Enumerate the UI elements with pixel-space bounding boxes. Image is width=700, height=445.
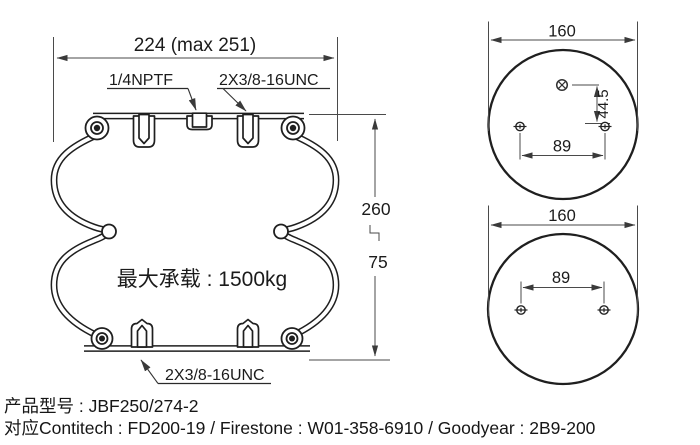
bolt-hole-marker — [596, 305, 612, 315]
bead-curl-top-right — [280, 115, 306, 141]
top-diameter-dimension: 160 — [488, 21, 638, 131]
port-offset-label: 44.5 — [595, 89, 612, 118]
air-port — [186, 112, 213, 131]
dimension-break-symbol — [369, 225, 380, 241]
air-inlet-symbol — [555, 78, 569, 92]
side-view: 最大承载 : 1500kg 224 (max 251) 1/4NPTF 2X3/… — [50, 35, 391, 385]
top-stud-left — [132, 113, 156, 148]
top-bolt-spacing-label: 89 — [553, 138, 571, 156]
bottom-studs-label: 2X3/8-16UNC — [165, 367, 265, 384]
bead-curl-bottom-left — [90, 327, 114, 350]
top-studs-label: 2X3/8-16UNC — [219, 72, 319, 89]
width-dimension: 224 (max 251) — [53, 35, 338, 142]
top-diameter-label: 160 — [548, 23, 576, 41]
bottom-bolt-spacing-label: 89 — [552, 269, 570, 287]
bottom-bolt-spacing-dimension: 89 — [520, 269, 605, 304]
bead-curl-bottom-right — [280, 327, 304, 350]
top-plate-circle — [487, 48, 639, 201]
bottom-plate-circle — [486, 232, 640, 386]
top-bolt-spacing-dimension: 89 — [519, 133, 606, 160]
width-dimension-label: 224 (max 251) — [134, 35, 257, 56]
top-studs-callout: 2X3/8-16UNC — [217, 72, 330, 112]
bead-curl-top-left — [84, 115, 110, 141]
bottom-studs-callout: 2X3/8-16UNC — [140, 359, 271, 385]
bottom-diameter-dimension: 160 — [488, 205, 638, 316]
port-offset-dimension: 44.5 — [572, 84, 612, 124]
bottom-diameter-label: 160 — [548, 207, 576, 225]
top-stud-right — [236, 113, 260, 148]
bellows-wall — [50, 131, 340, 339]
bottom-plate-view: 160 89 — [486, 205, 640, 386]
footer-text: 产品型号 : JBF250/274-2 对应Contitech : FD200-… — [4, 396, 700, 439]
port-callout: 1/4NPTF — [107, 72, 197, 111]
girdle-curl-left — [101, 223, 117, 240]
bottom-stud-right — [236, 318, 260, 348]
height-dimension: 260 75 — [309, 114, 391, 361]
bolt-hole-marker — [512, 121, 528, 132]
air-spring-drawing: 最大承载 : 1500kg 224 (max 251) 1/4NPTF 2X3/… — [50, 21, 640, 386]
bolt-hole-marker — [513, 305, 529, 315]
product-model-text: 产品型号 : JBF250/274-2 — [4, 396, 199, 416]
max-load-text: 最大承载 : 1500kg — [117, 268, 287, 291]
bottom-stud-left — [130, 318, 154, 348]
height-min-label: 75 — [368, 252, 387, 272]
port-label: 1/4NPTF — [109, 72, 173, 89]
height-max-label: 260 — [361, 199, 390, 219]
top-plate-view: 160 44.5 89 — [487, 21, 639, 201]
girdle-curl-right — [273, 223, 289, 240]
cross-reference-text: 对应Contitech : FD200-19 / Firestone : W01… — [4, 417, 596, 438]
